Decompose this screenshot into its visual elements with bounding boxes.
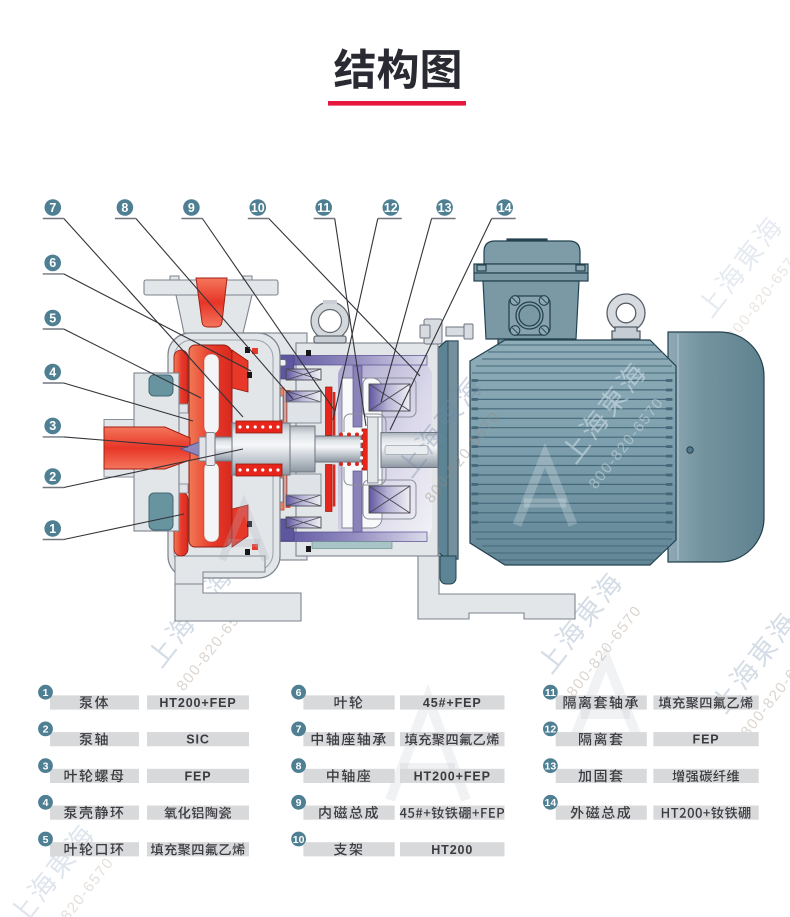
svg-text:7: 7 <box>296 724 302 736</box>
svg-text:3: 3 <box>43 760 49 772</box>
svg-text:HT200+FEP: HT200+FEP <box>414 769 491 783</box>
svg-text:1: 1 <box>43 687 49 699</box>
svg-text:5: 5 <box>49 311 56 325</box>
svg-text:11: 11 <box>545 687 556 699</box>
svg-text:3: 3 <box>49 419 56 433</box>
svg-text:14: 14 <box>545 797 557 809</box>
svg-text:13: 13 <box>545 760 557 772</box>
svg-text:4: 4 <box>43 797 49 809</box>
svg-text:FEP: FEP <box>184 769 211 783</box>
svg-text:2: 2 <box>43 724 49 736</box>
svg-text:13: 13 <box>438 201 452 215</box>
svg-text:8: 8 <box>296 760 302 772</box>
svg-text:2: 2 <box>49 470 56 484</box>
svg-text:14: 14 <box>498 201 512 215</box>
svg-text:9: 9 <box>188 201 195 215</box>
svg-text:7: 7 <box>49 201 56 215</box>
svg-text:6: 6 <box>49 256 56 270</box>
svg-text:10: 10 <box>293 834 305 846</box>
svg-text:5: 5 <box>43 834 49 846</box>
svg-text:8: 8 <box>121 201 128 215</box>
svg-text:10: 10 <box>251 201 265 215</box>
svg-text:800-820-6570: 800-820-6570 <box>737 642 790 740</box>
svg-text:SIC: SIC <box>186 733 210 747</box>
svg-text:HT200: HT200 <box>431 843 473 857</box>
svg-text:11: 11 <box>317 201 330 215</box>
svg-text:1: 1 <box>49 522 56 536</box>
svg-text:12: 12 <box>384 201 398 215</box>
svg-text:FEP: FEP <box>693 733 720 747</box>
svg-text:6: 6 <box>296 687 302 699</box>
svg-text:45#+FEP: 45#+FEP <box>423 696 482 710</box>
svg-text:9: 9 <box>296 797 302 809</box>
svg-text:4: 4 <box>49 365 56 379</box>
svg-text:HT200+FEP: HT200+FEP <box>159 696 236 710</box>
svg-text:12: 12 <box>545 724 557 736</box>
